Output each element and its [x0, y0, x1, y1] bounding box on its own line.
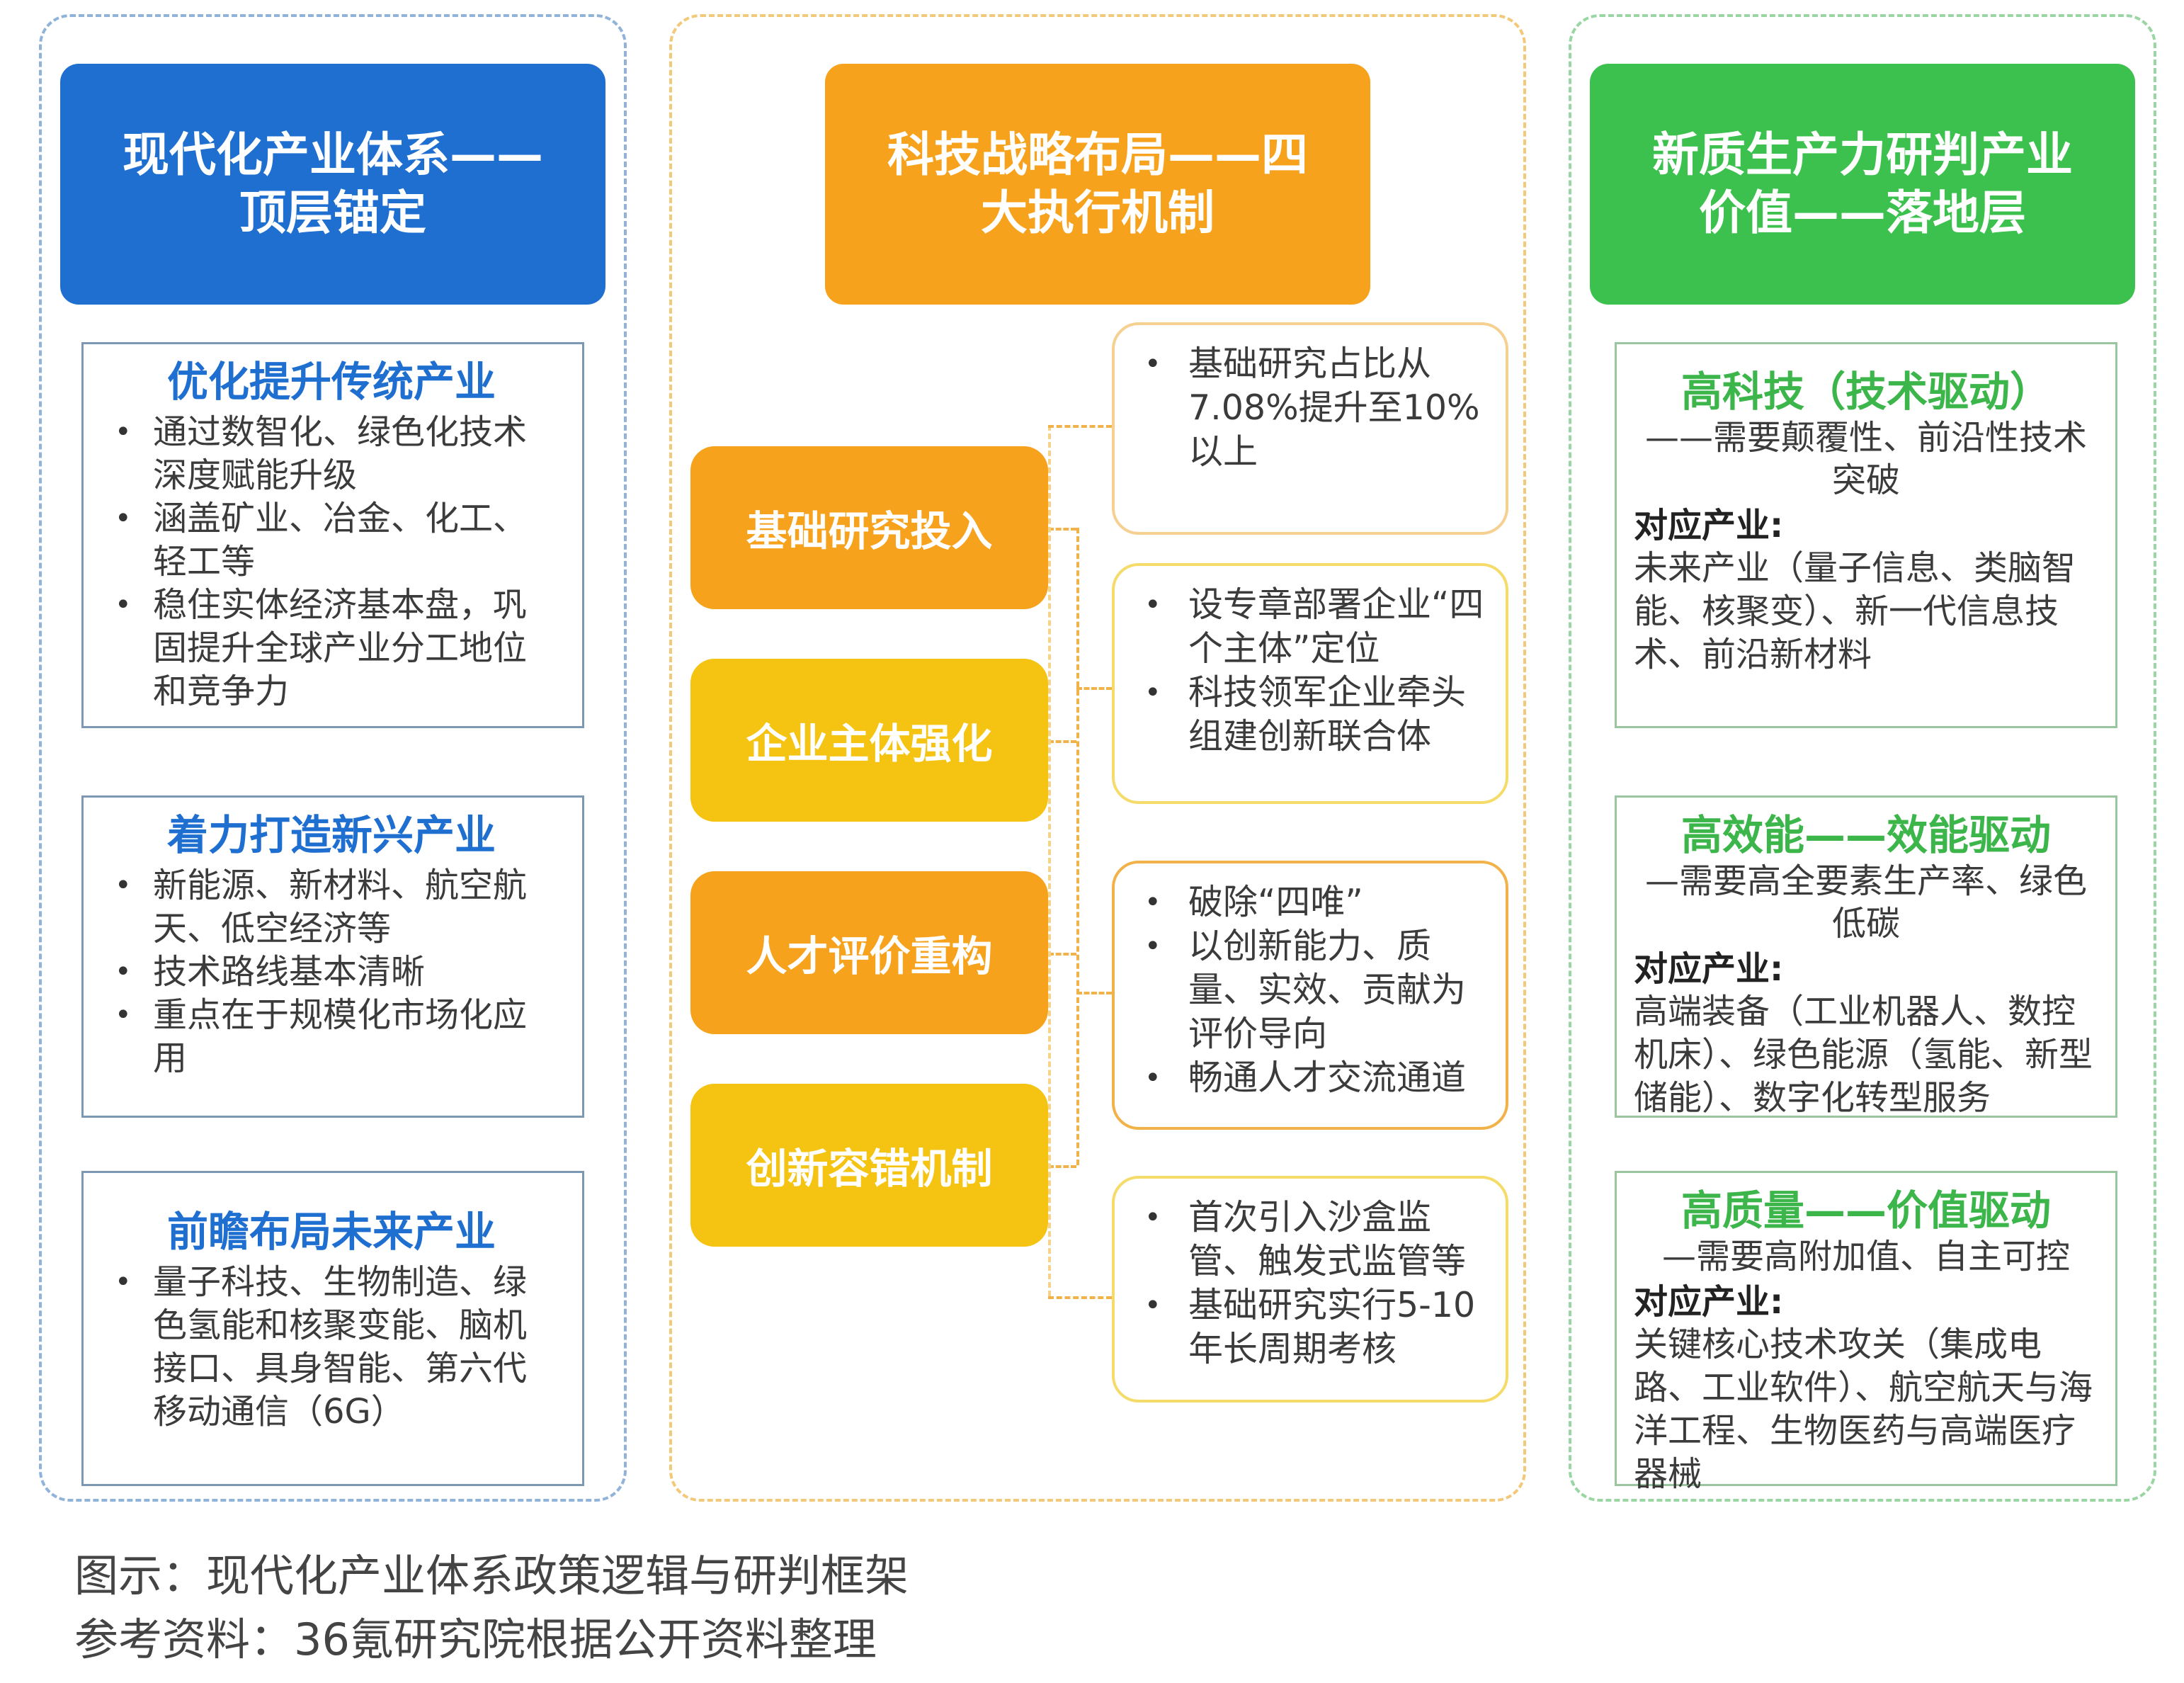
header-modern-industry-system: 现代化产业体系——顶层锚定: [60, 64, 605, 305]
box-high-tech: 高科技（技术驱动） ——需要颠覆性、前沿性技术突破 对应产业: 未来产业（量子信…: [1615, 342, 2117, 728]
connector-line: [1048, 953, 1076, 956]
list-item: 基础研究占比从7.08%提升至10%以上: [1129, 342, 1491, 474]
list-item: 以创新能力、质量、实效、贡献为评价导向: [1129, 924, 1491, 1056]
left-column-frame: [39, 14, 627, 1502]
header-new-productivity: 新质生产力研判产业价值——落地层: [1590, 64, 2135, 305]
box-title: 高科技（技术驱动）: [1680, 368, 2051, 416]
header-tech-strategy: 科技战略布局——四大执行机制: [825, 64, 1370, 305]
box-future-industry: 前瞻布局未来产业 量子科技、生物制造、绿色氢能和核聚变能、脑机接口、具身智能、第…: [81, 1171, 584, 1486]
industry-label: 对应产业:: [1634, 1282, 1784, 1322]
middle-column-frame: [669, 14, 1526, 1502]
mechanism-basic-research: 基础研究投入: [690, 446, 1048, 609]
right-column-frame: [1569, 14, 2156, 1502]
list-item: 设专章部署企业“四个主体”定位: [1129, 583, 1491, 671]
detail-basic-research: 基础研究占比从7.08%提升至10%以上: [1112, 322, 1508, 535]
connector-line: [1048, 425, 1051, 1296]
figure-source: 参考资料：36氪研究院根据公开资料整理: [74, 1614, 877, 1665]
box-traditional-industry: 优化提升传统产业 通过数智化、绿色化技术深度赋能升级 涵盖矿业、冶金、化工、轻工…: [81, 342, 584, 728]
list-item: 基础研究实行5-10年长周期考核: [1129, 1284, 1491, 1371]
list-item: 畅通人才交流通道: [1129, 1056, 1491, 1100]
list-item: 通过数智化、绿色化技术深度赋能升级: [105, 411, 558, 497]
box-title: 前瞻布局未来产业: [166, 1208, 496, 1256]
connector-line: [1048, 1296, 1112, 1299]
box-subtitle: —需要高全要素生产率、绿色低碳: [1644, 861, 2087, 944]
connector-line: [1076, 528, 1079, 1165]
mechanism-talent-evaluation: 人才评价重构: [690, 871, 1048, 1034]
box-title: 着力打造新兴产业: [166, 811, 496, 859]
detail-enterprise: 设专章部署企业“四个主体”定位 科技领军企业牵头组建创新联合体: [1112, 563, 1508, 804]
box-high-efficiency: 高效能——效能驱动 —需要高全要素生产率、绿色低碳 对应产业: 高端装备（工业机…: [1615, 795, 2117, 1118]
connector-line: [1048, 1165, 1076, 1168]
box-subtitle: —需要高附加值、自主可控: [1661, 1237, 2070, 1276]
list-item: 破除“四唯”: [1129, 880, 1491, 924]
box-title: 高质量——价值驱动: [1680, 1186, 2051, 1235]
list-item: 稳住实体经济基本盘，巩固提升全球产业分工地位和竞争力: [105, 584, 558, 713]
mechanism-error-tolerance: 创新容错机制: [690, 1084, 1048, 1247]
list-item: 首次引入沙盒监管、触发式监管等: [1129, 1196, 1491, 1284]
box-subtitle: ——需要颠覆性、前沿性技术突破: [1644, 418, 2087, 500]
mechanism-enterprise: 企业主体强化: [690, 659, 1048, 822]
list-item: 涵盖矿业、冶金、化工、轻工等: [105, 497, 558, 584]
connector-line: [1048, 740, 1076, 743]
industry-text: 高端装备（工业机器人、数控机床）、绿色能源（氢能、新型储能）、数字化转型服务: [1634, 992, 2093, 1118]
industry-text: 未来产业（量子信息、类脑智能、核聚变）、新一代信息技术、前沿新材料: [1634, 548, 2076, 674]
connector-line: [1076, 992, 1112, 994]
connector-line: [1048, 425, 1112, 428]
box-emerging-industry: 着力打造新兴产业 新能源、新材料、航空航天、低空经济等 技术路线基本清晰 重点在…: [81, 795, 584, 1118]
list-item: 新能源、新材料、航空航天、低空经济等: [105, 864, 558, 951]
figure-caption: 图示：现代化产业体系政策逻辑与研判框架: [74, 1550, 909, 1602]
list-item: 科技领军企业牵头组建创新联合体: [1129, 671, 1491, 759]
list-item: 技术路线基本清晰: [105, 951, 558, 994]
industry-text: 关键核心技术攻关（集成电路、工业软件）、航空航天与海洋工程、生物医药与高端医疗器…: [1634, 1325, 2093, 1494]
connector-line: [1076, 687, 1112, 690]
detail-talent-evaluation: 破除“四唯” 以创新能力、质量、实效、贡献为评价导向 畅通人才交流通道: [1112, 861, 1508, 1130]
connector-line: [1048, 528, 1076, 531]
box-high-quality: 高质量——价值驱动 —需要高附加值、自主可控 对应产业: 关键核心技术攻关（集成…: [1615, 1171, 2117, 1494]
industry-label: 对应产业:: [1634, 949, 1784, 989]
box-title: 高效能——效能驱动: [1680, 811, 2051, 859]
list-item: 重点在于规模化市场化应用: [105, 994, 558, 1080]
detail-error-tolerance: 首次引入沙盒监管、触发式监管等 基础研究实行5-10年长周期考核: [1112, 1176, 1508, 1402]
industry-label: 对应产业:: [1634, 506, 1784, 545]
box-title: 优化提升传统产业: [166, 358, 496, 406]
list-item: 量子科技、生物制造、绿色氢能和核聚变能、脑机接口、具身智能、第六代移动通信（6G…: [105, 1261, 558, 1434]
